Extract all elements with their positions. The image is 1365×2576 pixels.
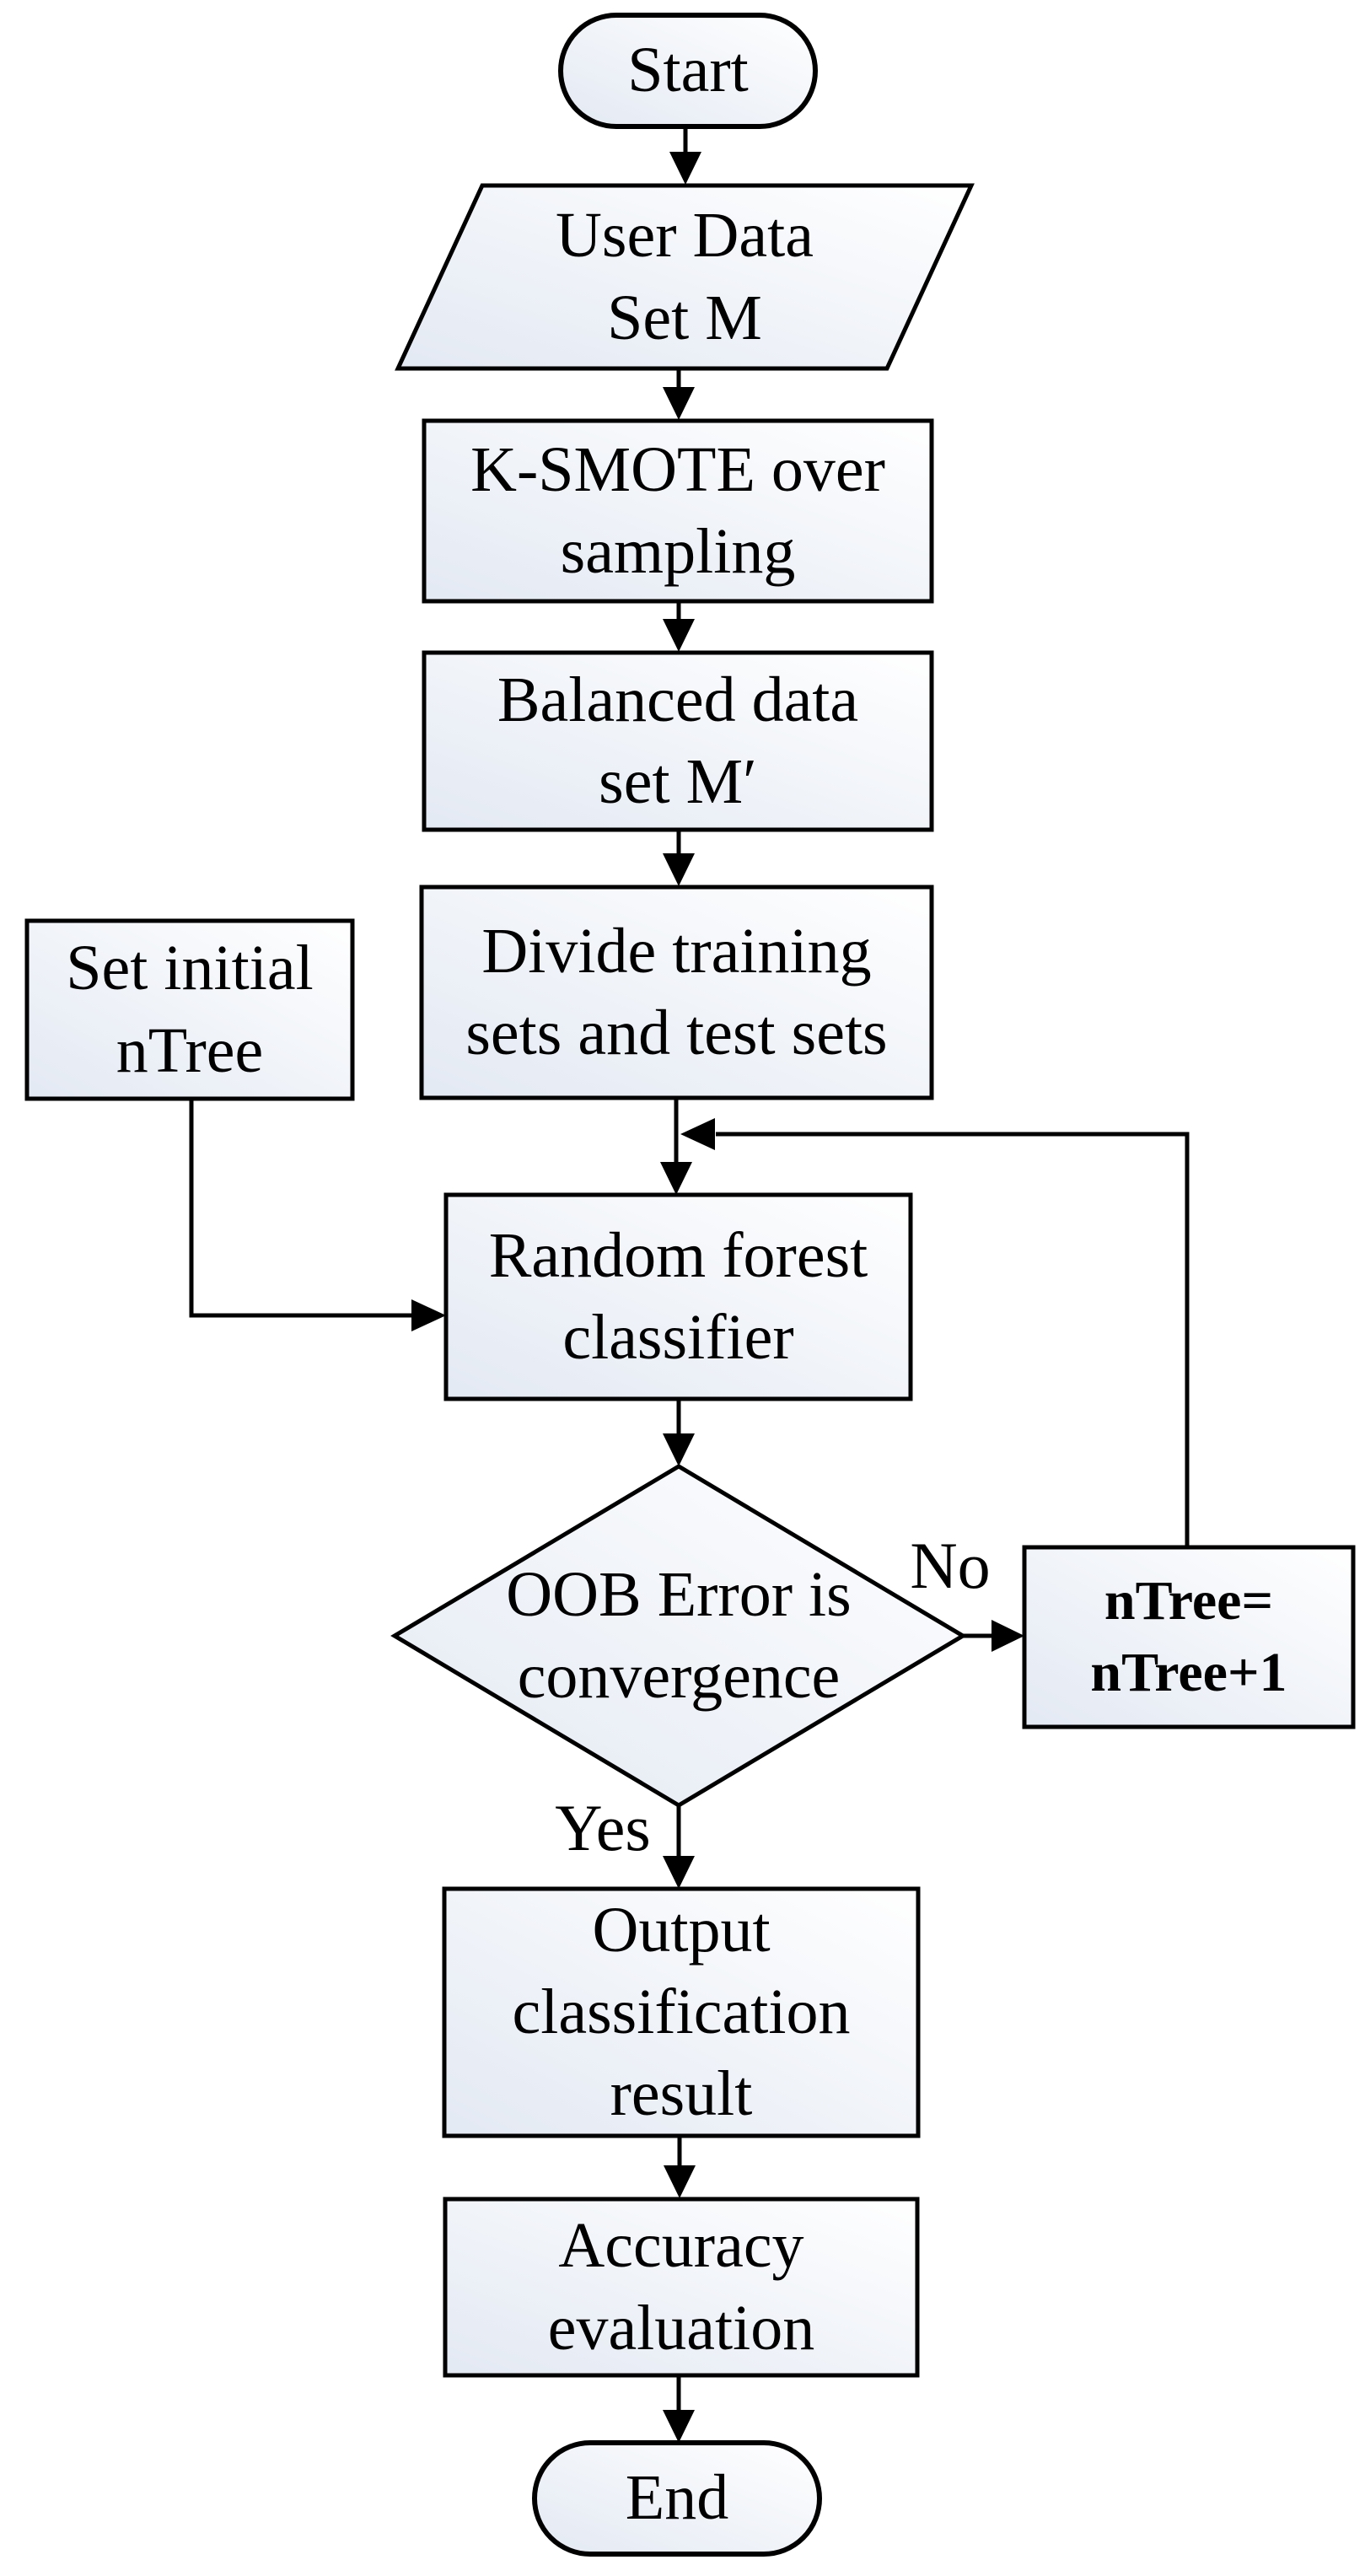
yes-branch-label: Yes <box>555 1791 651 1864</box>
balanced-label: Balanced data set M′ <box>497 664 859 817</box>
ksmote-label: K-SMOTE over sampling <box>470 433 885 587</box>
arrowhead-userdata-ksmote <box>663 387 695 420</box>
start-label: Start <box>627 35 749 106</box>
oob-decision-label: OOB Error is convergence <box>506 1558 852 1712</box>
arrowhead-divide-randomforest <box>660 1162 692 1195</box>
set-initial-process-shape <box>24 918 355 1101</box>
arrowhead-ksmote-balanced <box>663 619 695 652</box>
increment-label: nTree= nTree+1 <box>1090 1570 1287 1703</box>
increment-process-shape <box>1022 1545 1356 1729</box>
random-forest-label: Random forest classifier <box>488 1219 868 1373</box>
user-data-parallelogram-shape <box>395 183 975 371</box>
arrowhead-increment-loop <box>680 1118 715 1150</box>
no-branch-label: No <box>910 1529 991 1602</box>
arrowhead-randomforest-decision <box>663 1433 695 1466</box>
divide-label: Divide training sets and test sets <box>465 915 888 1068</box>
arrowhead-balanced-divide <box>663 853 695 886</box>
accuracy-label: Accuracy evaluation <box>547 2210 815 2364</box>
edge-increment-loop <box>716 1132 1190 1547</box>
arrowhead-setinitial-randomforest <box>411 1299 446 1331</box>
output-label: Output classification result <box>512 1894 851 2130</box>
start-terminator-shape <box>558 13 818 129</box>
arrowhead-start-userdata <box>669 152 701 185</box>
arrowhead-accuracy-end <box>663 2410 695 2443</box>
random-forest-process-shape <box>443 1192 913 1401</box>
accuracy-process-shape <box>443 2197 920 2378</box>
user-data-label: User Data Set M <box>556 200 814 353</box>
edge-setinitial-randomforest <box>189 1099 413 1318</box>
end-label: End <box>625 2462 729 2534</box>
arrowhead-output-accuracy <box>664 2165 696 2198</box>
end-terminator-shape <box>532 2440 822 2557</box>
oob-decision-diamond-shape <box>390 1464 967 1808</box>
divide-process-shape <box>419 885 934 1100</box>
arrowhead-decision-no <box>992 1620 1024 1652</box>
output-process-shape <box>442 1886 921 2138</box>
ksmote-process-shape <box>422 418 934 604</box>
balanced-process-shape <box>422 650 934 832</box>
set-initial-label: Set initial nTree <box>66 933 314 1086</box>
arrowhead-decision-yes <box>663 1856 695 1889</box>
